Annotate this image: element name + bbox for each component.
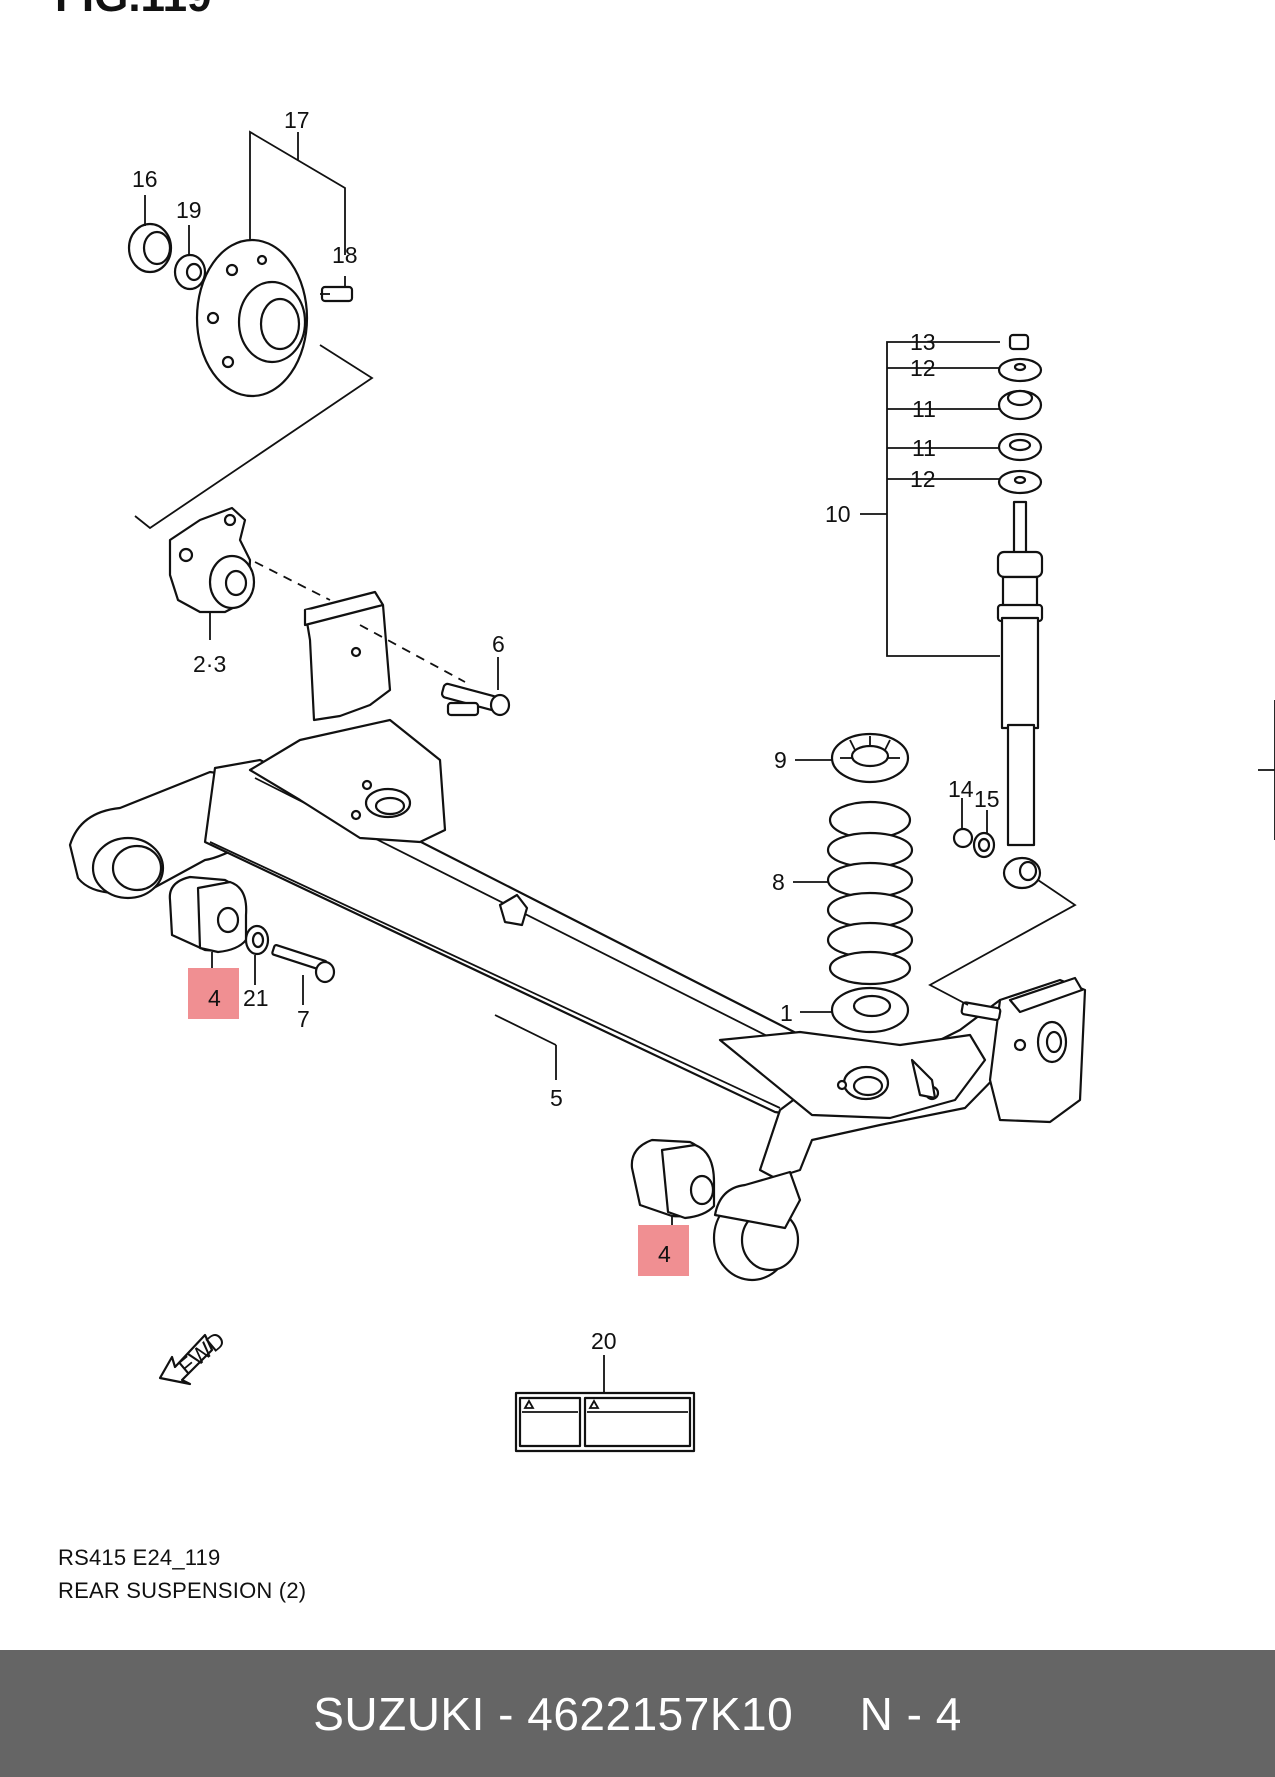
callout-8[interactable]: 8 xyxy=(772,869,785,895)
callout-18[interactable]: 18 xyxy=(332,242,358,268)
callout-9[interactable]: 9 xyxy=(774,747,787,773)
callout-15[interactable]: 15 xyxy=(974,786,1000,812)
callout-7[interactable]: 7 xyxy=(297,1006,310,1032)
bushing-right-group xyxy=(630,1138,716,1276)
callout-6[interactable]: 6 xyxy=(492,631,505,657)
axle-beam-group xyxy=(68,590,1087,1282)
callout-19[interactable]: 19 xyxy=(176,197,202,223)
callout-17[interactable]: 17 xyxy=(284,107,310,133)
shock-absorber-group xyxy=(860,333,1044,890)
knuckle-group xyxy=(168,506,331,640)
callout-16[interactable]: 16 xyxy=(132,166,158,192)
callout-13[interactable]: 13 xyxy=(910,329,936,355)
callout-12a[interactable]: 12 xyxy=(910,355,936,381)
footer-bar: SUZUKI - 4622157K10 N - 4 xyxy=(0,1650,1275,1777)
rear-suspension-diagram: FWD 17 16 19 18 13 12 11 11 12 10 2·3 6 … xyxy=(68,107,1275,1453)
callout-4-left[interactable]: 4 xyxy=(208,985,221,1011)
callout-11a[interactable]: 11 xyxy=(912,396,936,422)
callout-14[interactable]: 14 xyxy=(948,776,974,802)
fwd-arrow: FWD xyxy=(158,1326,230,1386)
hub-assembly-group xyxy=(127,130,374,530)
diagram-title: REAR SUSPENSION (2) xyxy=(58,1578,307,1603)
callout-12b[interactable]: 12 xyxy=(910,466,936,492)
callout-21[interactable]: 21 xyxy=(243,985,269,1011)
spring-group xyxy=(793,732,1077,1034)
callout-2-3[interactable]: 2·3 xyxy=(193,651,226,677)
callout-11b[interactable]: 11 xyxy=(912,435,936,461)
callout-4-right[interactable]: 4 xyxy=(658,1241,671,1267)
footer-part-number: SUZUKI - 4622157K10 N - 4 xyxy=(313,1687,962,1740)
callout-20[interactable]: 20 xyxy=(591,1328,617,1354)
diagram-code: RS415 E24_119 xyxy=(58,1545,221,1570)
callout-5[interactable]: 5 xyxy=(550,1085,563,1111)
warning-label-group xyxy=(514,1355,696,1453)
callout-10[interactable]: 10 xyxy=(825,501,851,527)
bushing-left-group xyxy=(168,875,336,1019)
callout-1[interactable]: 1 xyxy=(780,1000,793,1026)
figure-title: FIG.119 xyxy=(55,0,212,22)
